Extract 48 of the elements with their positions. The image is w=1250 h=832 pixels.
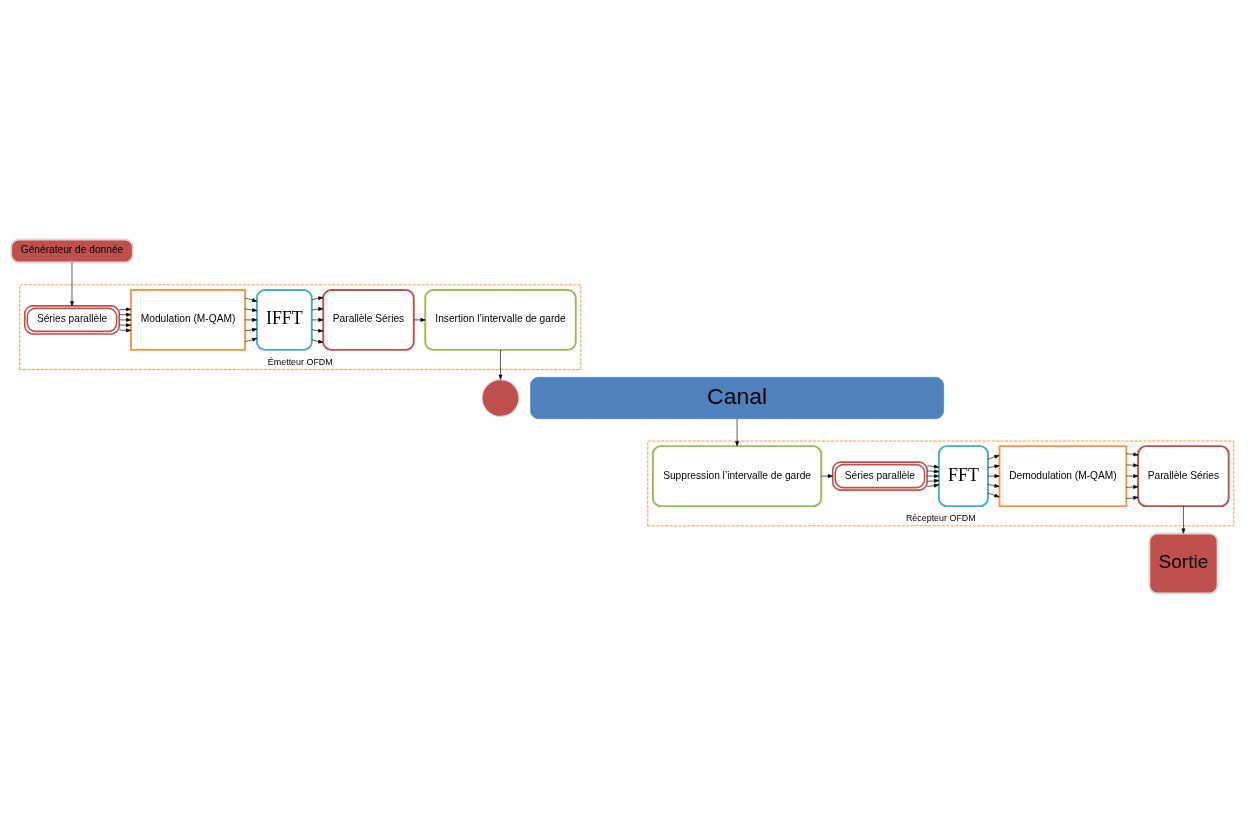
arrow <box>244 337 258 342</box>
arrow <box>926 473 940 478</box>
arrow <box>244 317 258 322</box>
arrow <box>926 464 940 468</box>
arrow <box>926 478 940 483</box>
node-box: Parallèle Séries <box>1137 444 1230 507</box>
node-box: Canal <box>530 376 944 419</box>
node-box: Suppression l’intervalle de garde <box>651 444 823 507</box>
arrow <box>987 473 1000 478</box>
arrow <box>987 483 1000 488</box>
node-box: Parallèle Séries <box>322 288 415 351</box>
arrow <box>1126 451 1139 456</box>
arrow <box>119 312 132 317</box>
arrow <box>244 307 258 312</box>
arrow <box>1126 473 1139 478</box>
arrow <box>498 349 503 380</box>
arrow <box>926 483 940 487</box>
arrow <box>1181 505 1186 534</box>
node-circle <box>481 378 520 417</box>
arrow <box>70 261 74 306</box>
node-box: IFFT <box>255 288 313 351</box>
arrow <box>244 327 258 332</box>
node-box: Générateur de donnée <box>10 238 134 263</box>
arrow <box>1126 495 1139 500</box>
arrow <box>119 328 132 332</box>
node-box: Modulation (M-QAM) <box>130 288 247 351</box>
node-box: Sortie <box>1148 532 1219 594</box>
node-box: Demodulation (M-QAM) <box>998 444 1128 507</box>
node-box: Insertion l’intervalle de garde <box>424 288 577 351</box>
arrow <box>311 306 324 311</box>
arrow <box>119 307 132 311</box>
arrow <box>735 418 739 446</box>
arrow <box>311 328 324 333</box>
arrow <box>119 322 132 327</box>
arrow <box>119 317 132 322</box>
arrow <box>1126 484 1139 489</box>
arrow <box>413 317 426 322</box>
arrow <box>311 295 324 300</box>
arrow <box>821 473 833 478</box>
arrow <box>987 464 1000 468</box>
arrow <box>987 454 1000 460</box>
arrow <box>987 492 1000 497</box>
node-box: FFT <box>937 444 989 507</box>
arrow <box>1126 462 1139 467</box>
arrow <box>311 317 324 322</box>
arrow <box>244 297 258 302</box>
arrow <box>311 338 324 343</box>
arrow <box>926 468 940 473</box>
